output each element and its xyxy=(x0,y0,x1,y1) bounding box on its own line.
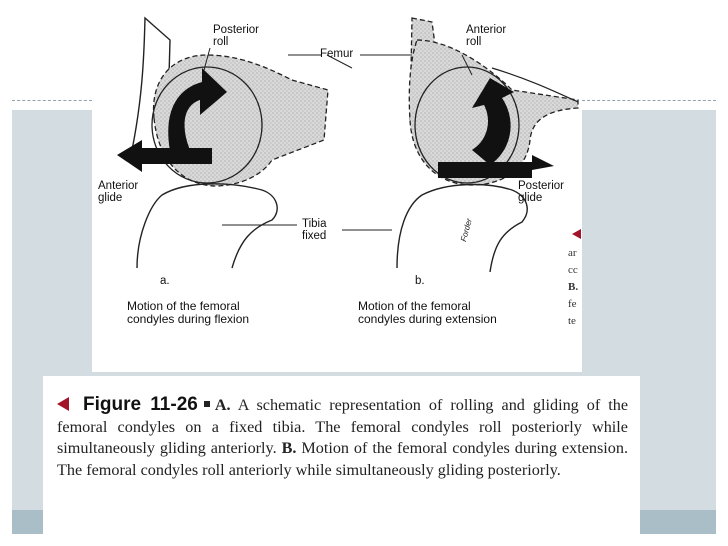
figure-caption: Figure 11-26 A. A schematic representatio… xyxy=(43,376,640,538)
cropped-text-fragment: ar cc B. fe te xyxy=(568,225,592,335)
slide-dashed-divider-right xyxy=(582,100,716,101)
caption-triangle-icon xyxy=(57,397,69,411)
glide-arrow-a xyxy=(117,140,212,172)
caption-flexion: Motion of the femoral condyles during fl… xyxy=(127,299,250,326)
knee-motion-figure: Posterior roll Femur Anterior roll Anter… xyxy=(92,0,582,372)
label-tibia-fixed: Tibia fixed xyxy=(302,218,327,242)
part-b-text: Motion of the femoral condyles during ex… xyxy=(57,439,628,479)
fragment-line: cc xyxy=(568,264,578,276)
label-posterior-roll: Posterior roll xyxy=(213,24,260,48)
roll-arrow-b xyxy=(472,78,514,165)
knee-diagram-svg xyxy=(117,16,579,273)
fragment-line: ar xyxy=(568,247,577,259)
glide-arrow-b xyxy=(438,155,554,178)
tibia-b xyxy=(396,183,528,273)
fragment-line: B. xyxy=(568,281,579,293)
tibia-a xyxy=(136,183,278,269)
label-femur: Femur xyxy=(320,48,354,60)
label-posterior-glide: Posterior glide xyxy=(518,180,565,204)
part-a-marker: A. xyxy=(214,396,231,414)
label-anterior-roll: Anterior roll xyxy=(466,24,507,48)
fragment-line: te xyxy=(568,315,576,327)
fragment-line: fe xyxy=(568,298,577,310)
roll-arrow-a xyxy=(168,68,227,160)
slide-dashed-divider-left xyxy=(12,100,92,101)
label-anterior-glide: Anterior glide xyxy=(98,180,139,204)
triangle-marker-icon xyxy=(572,229,581,239)
label-panel-b: b. xyxy=(415,275,425,287)
figure-number: Figure 11-26 xyxy=(83,394,198,415)
square-bullet-icon xyxy=(203,401,210,407)
caption-extension: Motion of the femoral condyles during ex… xyxy=(358,299,497,326)
label-panel-a: a. xyxy=(160,275,170,287)
part-b-marker: B. xyxy=(281,439,297,457)
part-a-text: A schematic representation of rolling an… xyxy=(57,396,629,457)
